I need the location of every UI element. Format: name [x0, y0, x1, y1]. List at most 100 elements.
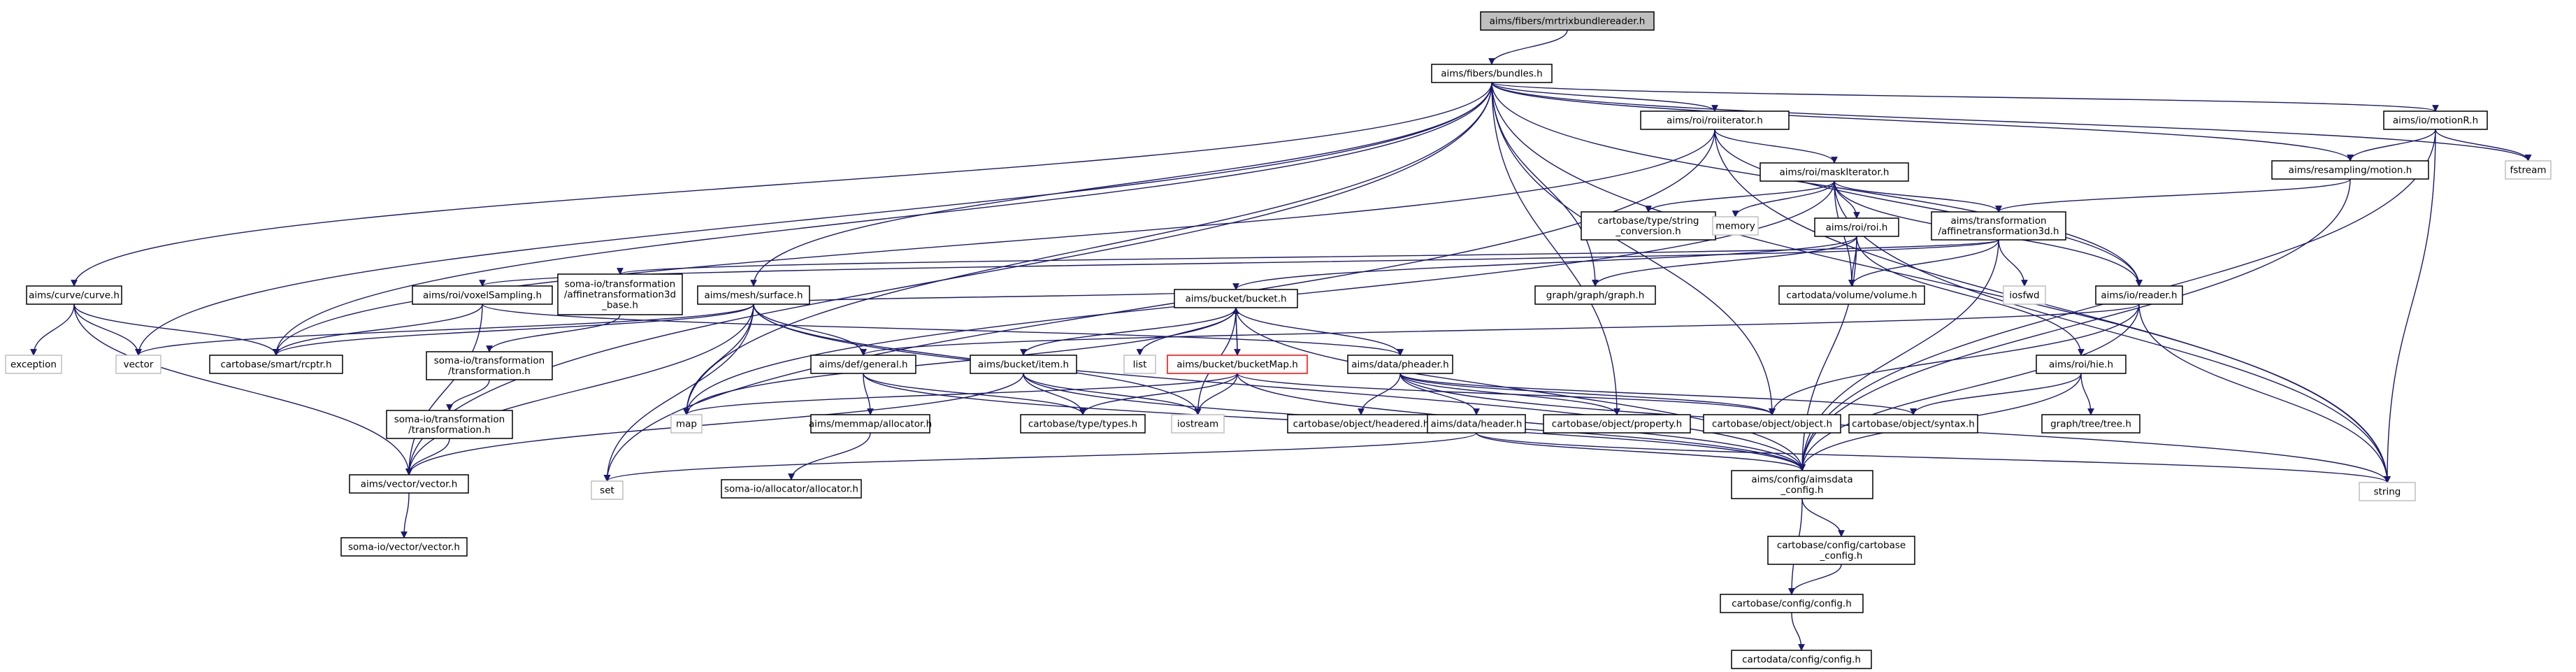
node-cartobase-smart-rcptr-h[interactable]: cartobase/smart/rcptr.h [209, 355, 343, 374]
edge-n12-n28 [482, 303, 1404, 356]
node-aims-resampling-motion-h[interactable]: aims/resampling/motion.h [2271, 160, 2429, 180]
node-aims-data-pheader-h[interactable]: aims/data/pheader.h [1347, 355, 1453, 374]
node-cartodata-config-config-h[interactable]: cartodata/config/config.h [1731, 650, 1872, 669]
edge-n10-n16 [1848, 239, 1999, 287]
node-box [1731, 470, 1873, 499]
node-graph-tree-tree-h[interactable]: graph/tree/tree.h [2041, 414, 2140, 434]
edge-n11-n21 [73, 303, 280, 356]
node-box [1778, 285, 1925, 305]
edge-n10-n12 [479, 239, 1999, 287]
node-label: aims/roi/voxelSampling.h [423, 290, 542, 301]
node-transformation-h[interactable]: soma-io/transformation/transformation.h [426, 351, 553, 380]
nodes-layer: aims/fibers/mrtrixbundlereader.h aims/fib… [5, 11, 2552, 669]
node-cartobase-object-property-h[interactable]: cartobase/object/property.h [1543, 414, 1691, 434]
node-cartobase-object-syntax-h[interactable]: cartobase/object/syntax.h [1848, 414, 1978, 434]
node-config-h[interactable]: cartobase/config/cartobase_config.h [1767, 536, 1915, 565]
node-aims-def-general-h[interactable]: aims/def/general.h [810, 355, 916, 374]
node-soma-io-vector-vector-h[interactable]: soma-io/vector/vector.h [340, 537, 468, 557]
edge-n14-n44 [753, 303, 1806, 471]
edge-n12-n21 [273, 303, 483, 356]
node-label: aims/config/aimsdata [1751, 474, 1852, 485]
node-label: iosfwd [2009, 290, 2039, 301]
node-label: aims/roi/roiiterator.h [1667, 115, 1763, 127]
node-box [1848, 414, 1978, 434]
node-box [2041, 414, 2140, 434]
node-label: aims/bucket/bucketMap.h [1177, 359, 1298, 371]
node-aims-fibers-bundles-h[interactable]: aims/fibers/bundles.h [1431, 64, 1553, 83]
edge-n23-n26 [1020, 307, 1237, 356]
edge-n28-n36 [1399, 373, 1776, 415]
node-box [2359, 482, 2416, 501]
node-label: exception [10, 359, 57, 371]
edge-n25-n32 [1079, 373, 1238, 415]
node-cartobase-object-object-h[interactable]: cartobase/object/object.h [1703, 414, 1841, 434]
node-box [670, 414, 703, 434]
edge-n25-n23 [1232, 307, 1239, 356]
edge-n2-n42 [603, 129, 1715, 482]
edge-n23-n31 [683, 307, 1237, 415]
node-aims-bucket-bucketmap-h[interactable]: aims/bucket/bucketMap.h [1167, 355, 1308, 374]
node-box [1480, 11, 1655, 31]
node-memory: memory [1712, 216, 1759, 236]
node-aims-roi-maskiterator-h[interactable]: aims/roi/maskIterator.h [1760, 162, 1909, 182]
edge-n18-n44 [1799, 303, 2140, 471]
edge-n27-n39 [863, 373, 874, 415]
node-box [810, 414, 930, 434]
node-aims-io-reader-h[interactable]: aims/io/reader.h [2095, 285, 2183, 305]
edge-n10-n13 [617, 239, 1999, 275]
edge-n13-n22 [486, 314, 621, 352]
node-label: aims/fibers/bundles.h [1441, 69, 1542, 80]
node-cartobase-type-types-h[interactable]: cartobase/type/types.h [1020, 414, 1146, 434]
edge-n2-n45 [1714, 129, 2391, 483]
node-cartobase-config-config-h[interactable]: cartobase/config/config.h [1720, 594, 1864, 613]
edge-n10-n17 [1998, 239, 2028, 287]
node-label: aims/fibers/mrtrixbundlereader.h [1490, 16, 1646, 27]
node-box [1287, 414, 1435, 434]
edge-n6-n10 [1834, 180, 2002, 213]
node-label: cartobase/smart/rcptr.h [220, 359, 331, 371]
node-label: vector [124, 359, 154, 371]
node-transformation-h[interactable]: soma-io/transformation/transformation.h [386, 410, 513, 439]
edge-n1-n20 [135, 82, 1492, 356]
node-aims-roi-roi-h[interactable]: aims/roi/roi.h [1814, 217, 1899, 237]
node-label: cartobase/object/syntax.h [1852, 419, 1975, 430]
node-aims-roi-roiiterator-h[interactable]: aims/roi/roiiterator.h [1640, 110, 1790, 130]
node-base-h[interactable]: soma-io/transformation/affinetransformat… [557, 273, 683, 315]
node-box [1171, 414, 1225, 434]
node-aims-roi-hie-h[interactable]: aims/roi/hie.h [2036, 355, 2127, 374]
node-affinetransformation3d-h[interactable]: aims/transformation/affinetransformation… [1931, 211, 2066, 241]
node-aims-fibers-mrtrixbundlereader-h[interactable]: aims/fibers/mrtrixbundlereader.h [1480, 11, 1655, 31]
node-aims-mesh-surface-h[interactable]: aims/mesh/surface.h [697, 285, 810, 305]
node-aims-bucket-bucket-h[interactable]: aims/bucket/bucket.h [1174, 289, 1298, 308]
node-aims-bucket-item-h[interactable]: aims/bucket/item.h [970, 355, 1077, 374]
node-cartobase-object-headered-h[interactable]: cartobase/object/headered.h [1287, 414, 1435, 434]
node-label: soma-io/allocator/allocator.h [724, 484, 858, 495]
node-label: _config.h [1820, 550, 1863, 562]
node-conversion-h[interactable]: cartobase/type/string_conversion.h [1581, 211, 1716, 241]
node-label: aims/io/reader.h [2101, 290, 2177, 301]
edge-n1-n36 [1491, 82, 1776, 415]
node-box [1767, 536, 1915, 565]
node-box [1174, 289, 1298, 308]
node-aims-data-header-h[interactable]: aims/data/header.h [1427, 414, 1526, 434]
node-config-h[interactable]: aims/config/aimsdata_config.h [1731, 470, 1873, 499]
node-soma-io-allocator-allocator-h[interactable]: soma-io/allocator/allocator.h [721, 479, 862, 499]
node-label: aims/bucket/bucket.h [1185, 294, 1286, 305]
node-graph-graph-graph-h[interactable]: graph/graph/graph.h [1534, 285, 1656, 305]
node-box [591, 480, 624, 500]
node-aims-curve-curve-h[interactable]: aims/curve/curve.h [26, 285, 122, 305]
node-label: iostream [1177, 419, 1218, 430]
node-label: soma-io/transformation [394, 414, 505, 425]
node-box [1931, 211, 2066, 241]
node-cartodata-volume-volume-h[interactable]: cartodata/volume/volume.h [1778, 285, 1925, 305]
node-aims-roi-voxelsampling-h[interactable]: aims/roi/voxelSampling.h [412, 285, 553, 305]
node-label: aims/data/header.h [1431, 419, 1523, 430]
node-aims-vector-vector-h[interactable]: aims/vector/vector.h [349, 474, 469, 494]
node-aims-io-motionr-h[interactable]: aims/io/motionR.h [2383, 110, 2488, 130]
node-label: aims/memmap/allocator.h [809, 419, 932, 430]
node-box [386, 410, 513, 439]
node-fstream: fstream [2505, 160, 2552, 180]
node-aims-memmap-allocator-h[interactable]: aims/memmap/allocator.h [809, 414, 932, 434]
edge-n23-n28 [1235, 307, 1404, 356]
